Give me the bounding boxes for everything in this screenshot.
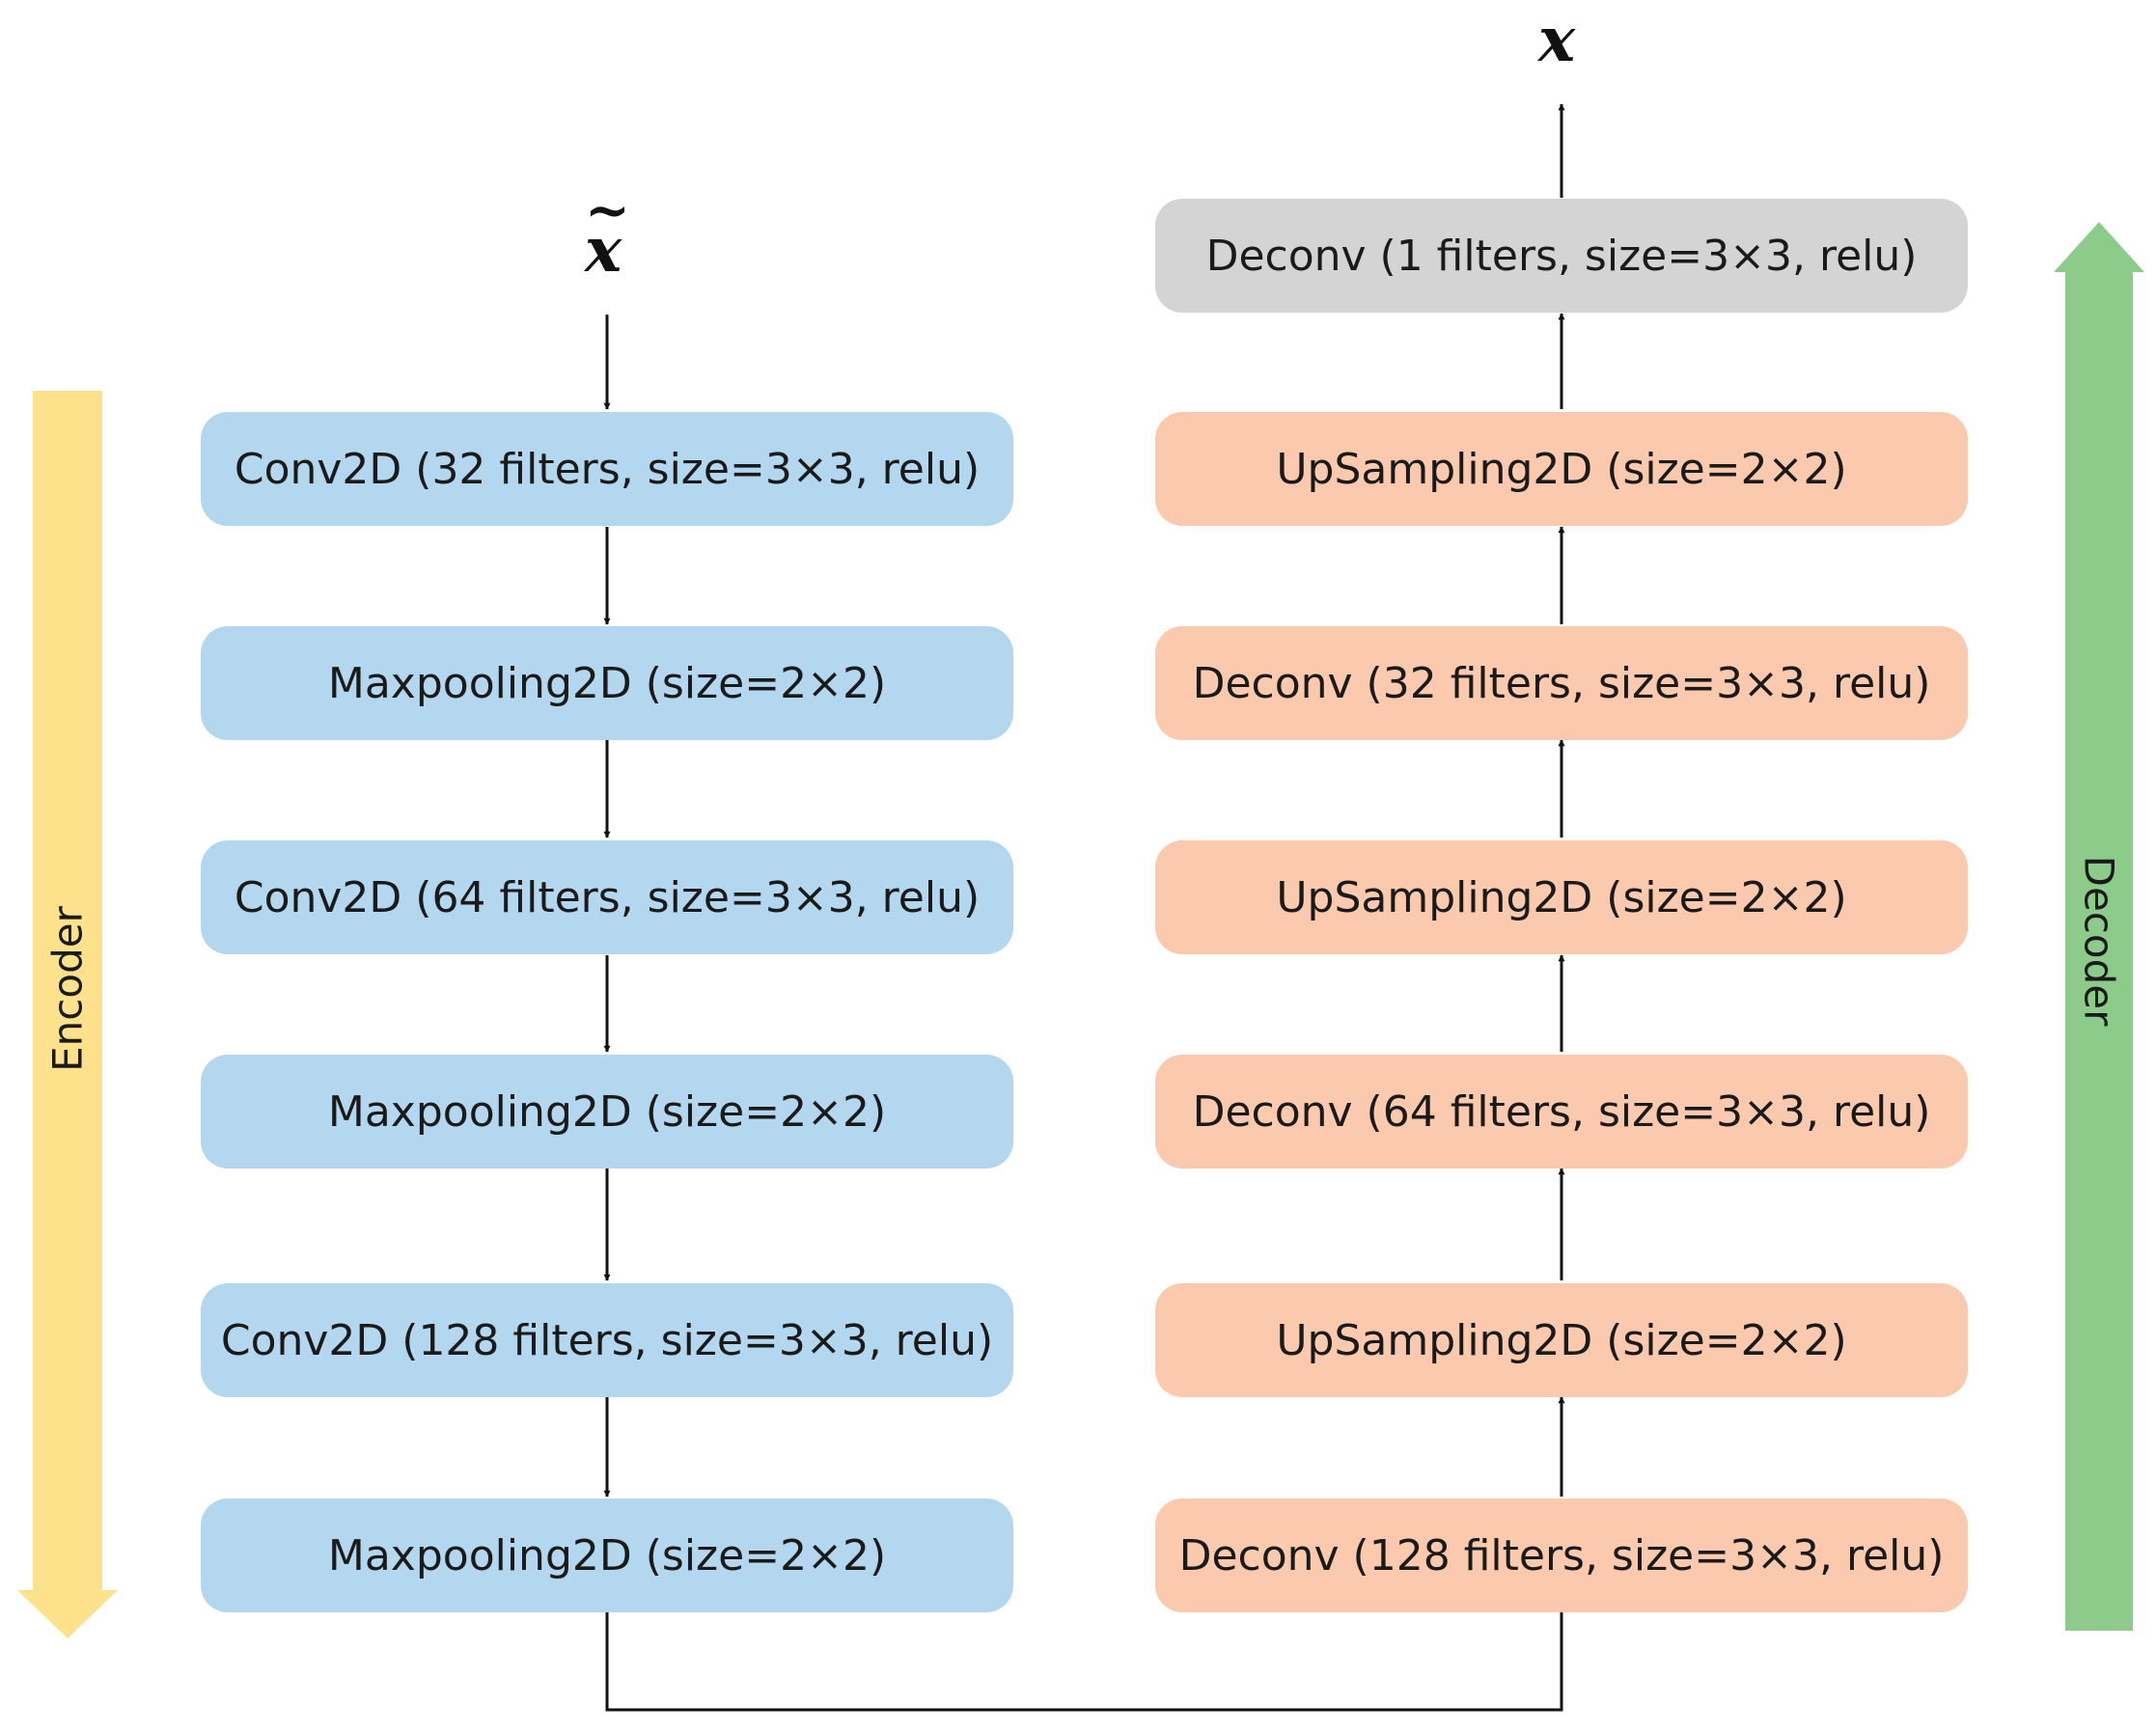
encoder-layer-1: Conv2D (32 filters, size=3×3, relu) <box>201 412 1013 526</box>
input-tilde: ~ <box>585 179 630 242</box>
encoder-arrow <box>17 391 118 1638</box>
decoder-layer-6: UpSampling2D (size=2×2) <box>1155 1283 1968 1397</box>
decoder-label: Decoder <box>2075 855 2123 1027</box>
decoder-arrow <box>2054 222 2144 1631</box>
decoder-layer-1: Deconv (1 filters, size=3×3, relu) <box>1155 199 1968 313</box>
encoder-layer-5: Conv2D (128 filters, size=3×3, relu) <box>201 1283 1013 1397</box>
output-symbol: x <box>1538 4 1576 76</box>
encoder-layer-3: Conv2D (64 filters, size=3×3, relu) <box>201 840 1013 954</box>
decoder-layer-5: Deconv (64 filters, size=3×3, relu) <box>1155 1055 1968 1168</box>
decoder-layer-4: UpSampling2D (size=2×2) <box>1155 840 1968 954</box>
input-symbol: x <box>585 214 622 287</box>
encoder-layer-2: Maxpooling2D (size=2×2) <box>201 626 1013 740</box>
encoder-layer-4: Maxpooling2D (size=2×2) <box>201 1055 1013 1168</box>
bottleneck-connector <box>605 1611 1563 1712</box>
decoder-layer-2: UpSampling2D (size=2×2) <box>1155 412 1968 526</box>
encoder-layer-6: Maxpooling2D (size=2×2) <box>201 1498 1013 1612</box>
decoder-layer-3: Deconv (32 filters, size=3×3, relu) <box>1155 626 1968 740</box>
decoder-layer-7: Deconv (128 filters, size=3×3, relu) <box>1155 1498 1968 1612</box>
encoder-label: Encoder <box>43 906 92 1072</box>
